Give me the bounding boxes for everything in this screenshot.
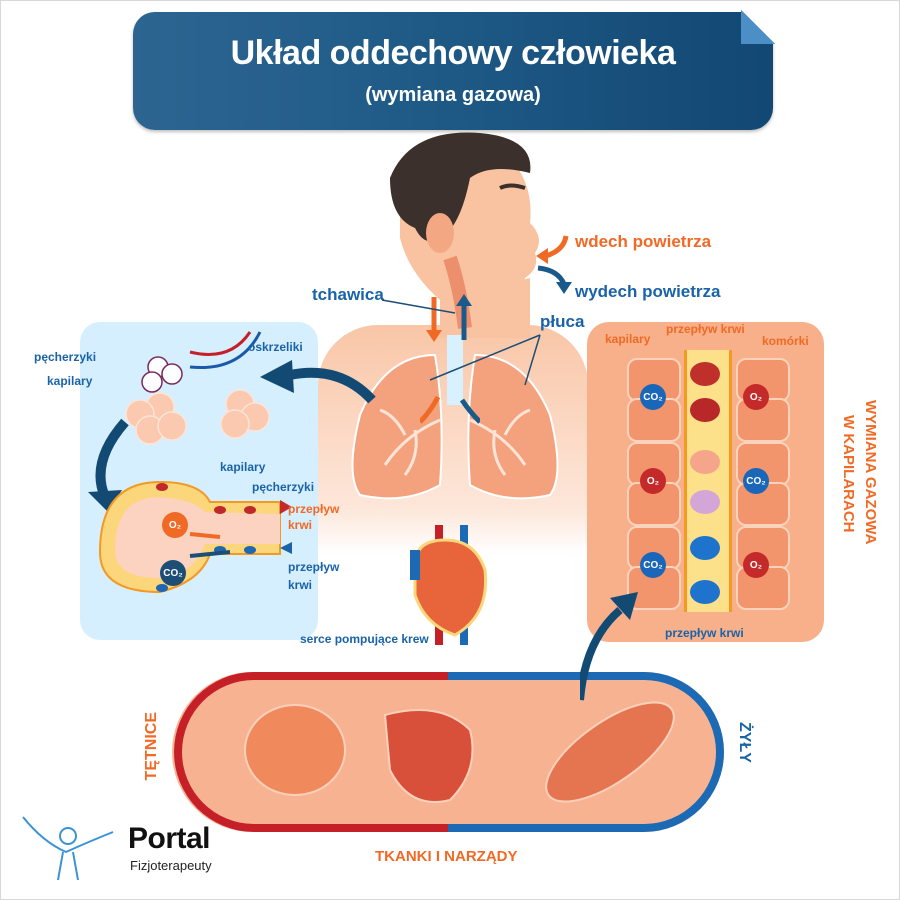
mouth-airflow-arrows [536,235,572,294]
co2-molecule: CO₂ [160,560,186,586]
portal-logo-icon [22,816,114,881]
page-subtitle: (wymiana gazowa) [365,84,541,106]
side-title-2: W KAPILARACH [840,415,857,533]
label-capillaries: kapilary [47,374,93,388]
co2-molecule: CO₂ [640,384,666,410]
organs-illustration [244,701,675,803]
tissue-cell [736,442,790,486]
label-leader-lines [381,299,541,386]
o2-molecule: O₂ [640,468,666,494]
label-blood-flow-out-2: krwi [288,518,313,532]
o2-molecule: O₂ [743,552,769,578]
page-title: Układ oddechowy człowieka [230,34,676,72]
trachea-airflow-arrows [420,294,480,424]
label-trachea: tchawica [312,285,384,304]
o2-molecule: O₂ [162,512,188,538]
label-alveoli: pęcherzyki [34,350,97,364]
label-exhale: wydech powietrza [575,282,721,301]
alveoli-illustration [88,331,292,594]
o2-molecule: O₂ [743,384,769,410]
logo-name: Portal [128,822,211,855]
arrow-lungs-to-alveoli [260,360,376,404]
heart-illustration [410,525,488,645]
label-arteries: TĘTNICE [143,712,160,781]
label-heart: serce pompujące krew [300,632,429,646]
label-capillaries-2: kapilary [220,460,266,474]
label-inhale: wdech powietrza [575,232,712,251]
red-blood-cell [690,536,720,560]
red-blood-cell [690,362,720,386]
label-lungs: płuca [540,312,585,331]
label-alveoli-2: pęcherzyki [252,480,315,494]
co2-molecule: CO₂ [743,468,769,494]
arteries-loop [174,672,450,832]
label-blood-flow-out: przepływ [288,502,340,516]
label-blood-flow-bottom: przepływ krwi [665,626,744,640]
red-blood-cell [690,490,720,514]
red-blood-cell [690,450,720,474]
red-blood-cell [690,580,720,604]
label-bronchioles: oskrzeliki [248,340,303,354]
label-veins: ŻYŁY [736,722,753,763]
capillary-vessel [684,350,732,612]
label-tissues-organs: TKANKI I NARZĄDY [375,848,518,865]
label-blood-flow-in: przepływ [288,560,340,574]
side-title-1: WYMIANA GAZOWA [862,400,879,545]
title-banner: Układ oddechowy człowieka (wymiana gazow… [133,10,775,130]
label-blood-flow-in-2: krwi [288,578,313,592]
lungs-illustration [351,335,559,500]
logo-subtitle: Fizjoterapeuty [130,858,212,873]
label-blood-flow-top: przepływ krwi [666,322,745,336]
arrow-tissues-to-capillaries [580,592,638,701]
label-capillaries-right: kapilary [605,332,651,346]
head-illustration [390,132,539,338]
red-blood-cell [690,398,720,422]
co2-molecule: CO₂ [640,552,666,578]
banner-page-curl [741,10,775,44]
label-cells: komórki [762,334,809,348]
